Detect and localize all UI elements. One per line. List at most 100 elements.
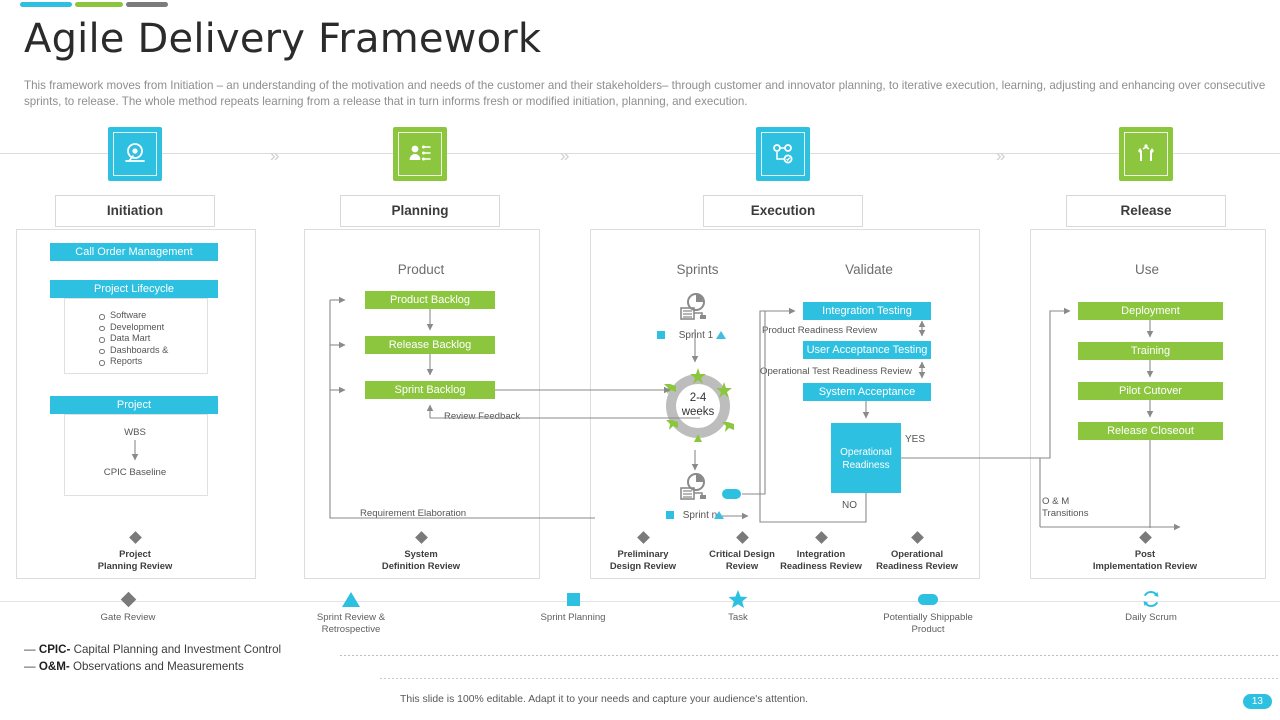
gate-integration-readiness-review: Integration Readiness Review — [768, 531, 874, 571]
square-icon — [566, 592, 580, 606]
execution-icon — [756, 127, 810, 181]
gate-label-line2: Review — [725, 559, 759, 571]
requirement-elaboration-label: Requirement Elaboration — [360, 508, 467, 519]
shippable-product-marker — [722, 489, 741, 499]
list-item: Software — [99, 310, 230, 322]
page-subtitle: This framework moves from Initiation – a… — [24, 79, 1266, 108]
page-number: 13 — [1242, 694, 1272, 709]
chevron-right-icon-1: » — [270, 146, 280, 165]
operational-test-readiness-review-label: Operational Test Readiness Review — [760, 366, 912, 377]
gate-label-line2: Design Review — [609, 559, 677, 571]
yes-label: YES — [905, 434, 926, 445]
accent-bars — [20, 2, 168, 7]
gate-label-line1: Project — [119, 548, 151, 559]
phase-label-execution: Execution — [703, 195, 863, 227]
planning-icon — [393, 127, 447, 181]
diamond-icon — [910, 531, 924, 544]
gate-label-line1: Preliminary — [617, 548, 669, 559]
sprint-last-label: Sprint n — [682, 510, 718, 521]
footnote-term: O&M- — [38, 660, 70, 673]
section-title-use: Use — [1134, 262, 1159, 277]
gate-project-planning-review: Project Planning Review — [75, 531, 195, 571]
legend-item-sprint-review: Sprint Review &Retrospective — [266, 588, 436, 636]
deployment-bar[interactable]: Deployment — [1078, 302, 1223, 320]
release-closeout-bar[interactable]: Release Closeout — [1078, 422, 1223, 440]
diamond-icon — [735, 531, 749, 544]
gate-post-implementation-review: Post Implementation Review — [1085, 531, 1205, 571]
diamond-icon — [414, 531, 428, 544]
lifecycle-list: Software Development Data Mart Dashboard… — [80, 310, 230, 368]
pilot-cutover-bar[interactable]: Pilot Cutover — [1078, 382, 1223, 400]
gate-label-line2: Definition Review — [381, 559, 461, 571]
legend-item-gate-review: Gate Review — [43, 588, 213, 624]
call-order-management-bar[interactable]: Call Order Management — [50, 243, 218, 261]
legend-label: Sprint Planning — [540, 612, 606, 623]
footnote-divider — [340, 655, 1280, 656]
user-acceptance-testing-bar[interactable]: User Acceptance Testing — [803, 341, 931, 359]
gate-label-line1: Critical Design — [709, 548, 775, 559]
diamond-icon — [1138, 531, 1152, 544]
cpic-baseline-label: CPIC Baseline — [103, 467, 167, 478]
footer-note: This slide is 100% editable. Adapt it to… — [400, 694, 809, 705]
project-lifecycle-bar[interactable]: Project Lifecycle — [50, 280, 218, 298]
product-backlog-bar[interactable]: Product Backlog — [365, 291, 495, 309]
column-release — [1030, 229, 1266, 579]
accent-bar-cyan — [20, 2, 72, 7]
column-execution — [590, 229, 980, 579]
gate-system-definition-review: System Definition Review — [361, 531, 481, 571]
sprint-cycle-ring — [658, 366, 738, 451]
list-item: Development — [99, 322, 230, 334]
phase-execution[interactable]: Execution — [703, 127, 863, 227]
list-item: Data Mart — [99, 333, 230, 345]
footnote-om: — O&M- Observations and Measurements — [24, 660, 244, 673]
list-item: Reports — [99, 356, 230, 368]
phase-release[interactable]: Release — [1066, 127, 1226, 227]
legend-label: Gate Review — [100, 612, 156, 623]
sprint-last-icon — [676, 472, 714, 511]
no-label: NO — [842, 500, 857, 511]
star-icon — [728, 589, 748, 608]
sprint-first-icon — [676, 292, 714, 331]
project-lifecycle-box — [64, 298, 208, 374]
phase-initiation[interactable]: Initiation — [55, 127, 215, 227]
phase-planning[interactable]: Planning — [340, 127, 500, 227]
footnote-text: Capital Planning and Investment Control — [70, 643, 282, 656]
legend-item-daily-scrum: Daily Scrum — [1066, 588, 1236, 624]
legend-item-task: Task — [653, 588, 823, 624]
system-acceptance-bar[interactable]: System Acceptance — [803, 383, 931, 401]
gate-operational-readiness-review: Operational Readiness Review — [864, 531, 970, 571]
footer-divider — [380, 678, 1280, 679]
pill-icon — [918, 593, 938, 605]
sprint-review-marker-1 — [716, 331, 726, 339]
initiation-icon — [108, 127, 162, 181]
review-feedback-label: Review Feedback — [444, 411, 521, 422]
release-icon — [1119, 127, 1173, 181]
gate-label-line2: Readiness Review — [780, 559, 862, 571]
column-planning — [304, 229, 540, 579]
sprint-backlog-bar[interactable]: Sprint Backlog — [365, 381, 495, 399]
release-backlog-bar[interactable]: Release Backlog — [365, 336, 495, 354]
project-bar[interactable]: Project — [50, 396, 218, 414]
footnotes: — CPIC- Capital Planning and Investment … — [24, 641, 281, 675]
diamond-icon — [120, 591, 136, 607]
gate-label-line2: Implementation Review — [1092, 559, 1198, 571]
gate-label-line1: Operational — [890, 548, 944, 559]
diamond-icon — [814, 531, 828, 544]
footnote-term: CPIC- — [38, 643, 71, 656]
training-bar[interactable]: Training — [1078, 342, 1223, 360]
phase-label-initiation: Initiation — [55, 195, 215, 227]
phase-label-planning: Planning — [340, 195, 500, 227]
phase-label-release: Release — [1066, 195, 1226, 227]
integration-testing-bar[interactable]: Integration Testing — [803, 302, 931, 320]
footnote-cpic: — CPIC- Capital Planning and Investment … — [24, 643, 282, 656]
gate-preliminary-design-review: Preliminary Design Review — [593, 531, 693, 571]
sprint-planning-marker-n — [666, 511, 674, 519]
legend-label: Sprint Review &Retrospective — [316, 612, 386, 635]
list-item: Dashboards & — [99, 345, 230, 357]
gate-label-line1: System — [404, 548, 438, 559]
